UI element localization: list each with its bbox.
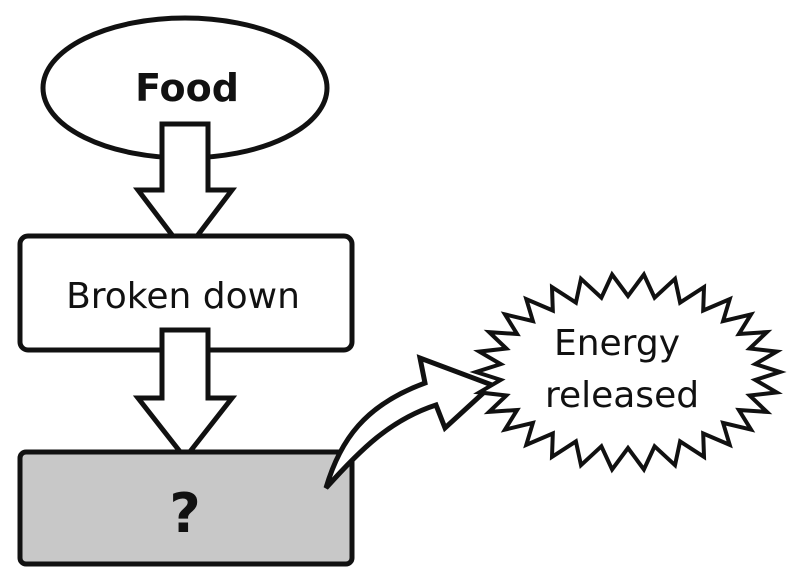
energy-label-line1: Energy — [554, 323, 680, 364]
energy-burst — [469, 270, 787, 474]
energy-label-line2: released — [545, 375, 699, 416]
arrow-food-to-broken — [132, 121, 238, 257]
food-label: Food — [135, 66, 239, 110]
unknown-box — [17, 449, 355, 567]
arrow-broken-to-unknown — [132, 327, 238, 463]
broken-down-label: Broken down — [66, 276, 300, 317]
curved-arrow-to-energy — [323, 354, 497, 490]
unknown-label: ? — [169, 482, 200, 545]
